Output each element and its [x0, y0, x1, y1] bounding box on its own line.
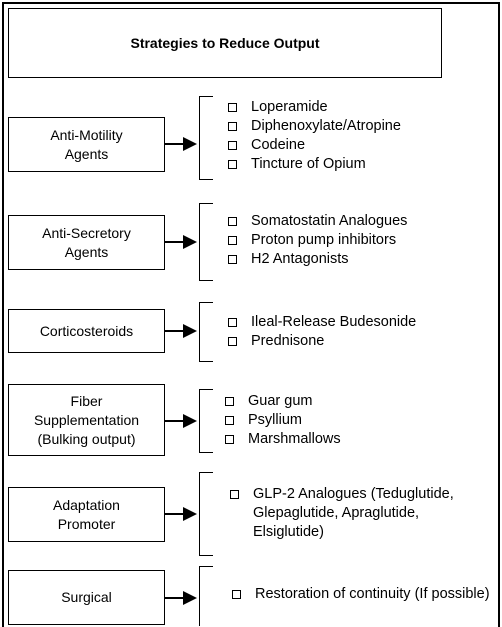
- checkbox-square-icon: [225, 416, 234, 425]
- list-item: Somatostatin Analogues: [228, 212, 407, 231]
- list-item-line: GLP-2 Analogues (Teduglutide,: [253, 486, 454, 502]
- category-label-line: Fiber: [70, 392, 103, 409]
- checkbox-square-icon: [228, 236, 237, 245]
- checkbox-square-icon: [225, 435, 234, 444]
- arrow-adaptation-promoter: [165, 507, 197, 521]
- category-label-line: Anti-Motility: [50, 126, 123, 143]
- list-item: GLP-2 Analogues (Teduglutide, Glepagluti…: [230, 485, 454, 542]
- bracket-corticosteroids: [199, 302, 213, 362]
- list-item: Psyllium: [225, 411, 341, 430]
- category-label-line: Promoter: [57, 515, 116, 532]
- item-list-fiber-supplementation: Guar gum Psyllium Marshmallows: [225, 392, 341, 449]
- category-box-anti-secretory: Anti-Secretory Agents: [8, 215, 165, 270]
- checkbox-square-icon: [228, 337, 237, 346]
- arrow-surgical: [165, 591, 197, 605]
- bracket-anti-motility: [199, 96, 213, 180]
- list-item-line: Glepaglutide, Apraglutide,: [253, 505, 420, 521]
- diagram-title: Strategies to Reduce Output: [8, 8, 442, 78]
- checkbox-square-icon: [228, 318, 237, 327]
- arrow-corticosteroids: [165, 324, 197, 338]
- item-list-adaptation-promoter: GLP-2 Analogues (Teduglutide, Glepagluti…: [230, 485, 454, 542]
- bracket-anti-secretory: [199, 203, 213, 281]
- item-list-corticosteroids: Ileal-Release Budesonide Prednisone: [228, 313, 416, 351]
- arrow-fiber-supplementation: [165, 414, 197, 428]
- list-item: Tincture of Opium: [228, 155, 401, 174]
- item-list-anti-motility: Loperamide Diphenoxylate/Atropine Codein…: [228, 98, 401, 174]
- list-item: Prednisone: [228, 332, 416, 351]
- list-item: H2 Antagonists: [228, 250, 407, 269]
- arrow-anti-motility: [165, 137, 197, 151]
- checkbox-square-icon: [228, 141, 237, 150]
- category-box-anti-motility: Anti-Motility Agents: [8, 117, 165, 172]
- checkbox-square-icon: [228, 160, 237, 169]
- checkbox-square-icon: [228, 255, 237, 264]
- bracket-fiber-supplementation: [199, 389, 213, 453]
- list-item: Restoration of continuity (If possible): [232, 585, 490, 604]
- category-label-line: (Bulking output): [37, 430, 136, 447]
- category-box-fiber-supplementation: Fiber Supplementation (Bulking output): [8, 384, 165, 456]
- checkbox-square-icon: [228, 103, 237, 112]
- list-item: Marshmallows: [225, 430, 341, 449]
- list-item: Diphenoxylate/Atropine: [228, 117, 401, 136]
- checkbox-square-icon: [228, 122, 237, 131]
- list-item: Proton pump inhibitors: [228, 231, 407, 250]
- category-box-corticosteroids: Corticosteroids: [8, 309, 165, 353]
- category-box-adaptation-promoter: Adaptation Promoter: [8, 487, 165, 542]
- category-label-line: Surgical: [61, 589, 112, 605]
- list-item: Loperamide: [228, 98, 401, 117]
- list-item: Codeine: [228, 136, 401, 155]
- category-label-line: Adaptation: [53, 496, 120, 513]
- category-label-line: Agents: [64, 145, 109, 162]
- checkbox-square-icon: [228, 217, 237, 226]
- list-item-line: Elsiglutide): [253, 524, 324, 540]
- diagram-title-text: Strategies to Reduce Output: [130, 35, 320, 51]
- category-label-line: Agents: [64, 243, 109, 260]
- category-label-line: Corticosteroids: [39, 322, 134, 339]
- category-box-surgical: Surgical: [8, 570, 165, 625]
- checkbox-square-icon: [230, 490, 239, 499]
- arrow-anti-secretory: [165, 235, 197, 249]
- checkbox-square-icon: [225, 397, 234, 406]
- list-item: Ileal-Release Budesonide: [228, 313, 416, 332]
- category-label-line: Anti-Secretory: [42, 224, 131, 241]
- bracket-adaptation-promoter: [199, 472, 213, 556]
- category-label-line: Supplementation: [33, 411, 140, 428]
- item-list-anti-secretory: Somatostatin Analogues Proton pump inhib…: [228, 212, 407, 269]
- list-item: Guar gum: [225, 392, 341, 411]
- item-list-surgical: Restoration of continuity (If possible): [232, 585, 490, 604]
- bracket-surgical: [199, 566, 213, 626]
- checkbox-square-icon: [232, 590, 241, 599]
